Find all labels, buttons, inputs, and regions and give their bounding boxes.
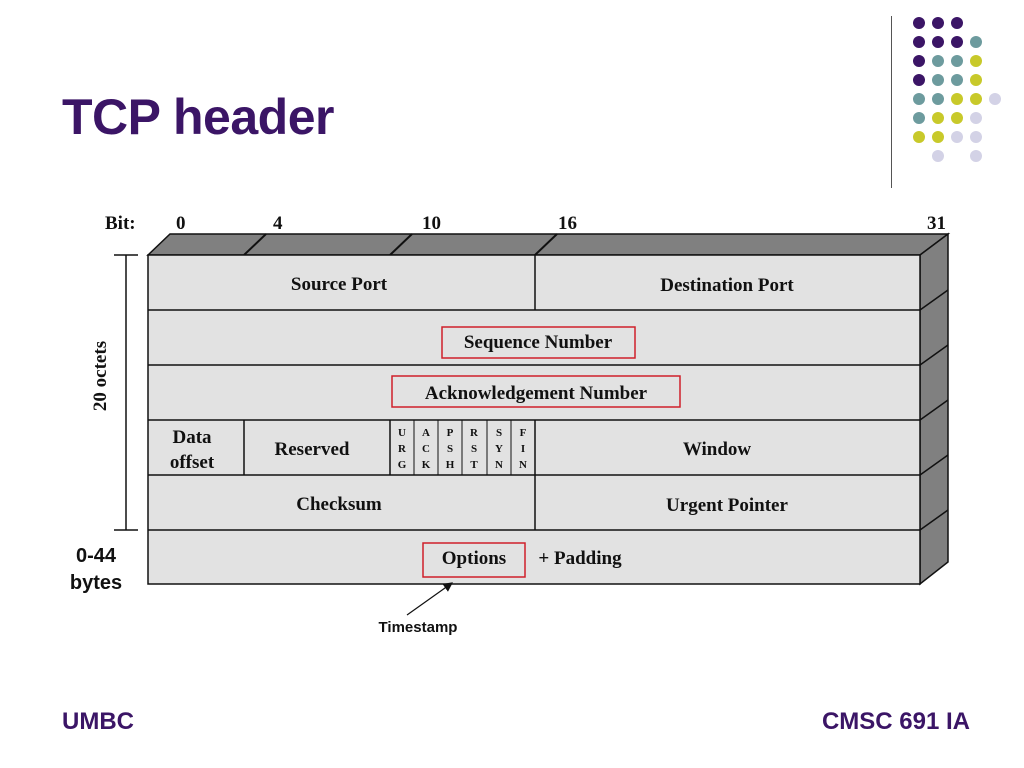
bit-mark-10: 10: [422, 213, 441, 234]
flag-syn-char1: S: [496, 427, 502, 439]
flag-fin-char3: N: [519, 459, 527, 471]
flag-psh-char2: S: [447, 443, 453, 455]
flag-fin: F I N: [519, 427, 527, 471]
flag-ack-char3: K: [422, 459, 431, 471]
options-size-line2: bytes: [70, 572, 122, 594]
field-destination-port: Destination Port: [660, 275, 794, 296]
flag-rst-char3: T: [470, 459, 478, 471]
flag-rst: R S T: [470, 427, 479, 471]
bit-mark-16: 16: [558, 213, 577, 234]
octets-bracket: [114, 254, 138, 531]
sequence-number-highlight: [441, 326, 636, 359]
flag-ack: A C K: [422, 427, 431, 471]
ack-number-highlight: [391, 375, 681, 408]
options-highlight: [422, 542, 526, 578]
flag-urg-char2: R: [398, 443, 407, 455]
flag-ack-char2: C: [422, 443, 430, 455]
slide-title: TCP header: [62, 89, 334, 145]
decorative-dot-grid: [913, 17, 1001, 162]
timestamp-arrow: [406, 582, 453, 616]
header-front-face: [147, 254, 921, 585]
flag-ack-char1: A: [422, 427, 430, 439]
field-sequence-number: Sequence Number: [464, 332, 613, 353]
flag-psh-char3: H: [446, 459, 455, 471]
bit-label: Bit:: [105, 213, 136, 234]
timestamp-label: Timestamp: [379, 619, 458, 636]
bit-mark-31: 31: [927, 213, 946, 234]
flag-rst-char1: R: [470, 427, 479, 439]
header-top-face: [146, 233, 951, 256]
field-reserved: Reserved: [275, 439, 350, 460]
flag-rst-char2: S: [471, 443, 477, 455]
header-side-face: [919, 232, 949, 586]
field-padding: + Padding: [538, 548, 622, 569]
flag-psh: P S H: [446, 427, 455, 471]
field-data-offset-line2: offset: [170, 452, 215, 473]
field-source-port: Source Port: [291, 274, 388, 295]
flag-fin-char2: I: [521, 443, 525, 455]
bit-ruler: Bit: 0 4 10 16 31: [105, 213, 946, 234]
bit-mark-0: 0: [176, 213, 186, 234]
title-divider: [891, 16, 892, 188]
flag-urg-char3: G: [398, 459, 407, 471]
flag-urg-char1: U: [398, 427, 406, 439]
flag-fin-char1: F: [520, 427, 527, 439]
field-urgent-pointer: Urgent Pointer: [666, 495, 788, 516]
flag-syn: S Y N: [495, 427, 503, 471]
flag-syn-char2: Y: [495, 443, 503, 455]
footer-right: CMSC 691 IA: [821, 708, 970, 735]
bit-mark-4: 4: [273, 213, 283, 234]
footer-left: UMBC: [62, 708, 134, 735]
field-ack-number: Acknowledgement Number: [425, 383, 648, 404]
flag-psh-char1: P: [447, 427, 454, 439]
field-data-offset-line1: Data: [172, 427, 212, 448]
options-size-line1: 0-44: [76, 545, 117, 567]
flag-syn-char3: N: [495, 459, 503, 471]
field-options: Options: [442, 548, 506, 569]
flag-urg: U R G: [398, 427, 407, 471]
field-window: Window: [683, 439, 752, 460]
octets-label: 20 octets: [90, 341, 111, 411]
field-checksum: Checksum: [296, 494, 382, 515]
